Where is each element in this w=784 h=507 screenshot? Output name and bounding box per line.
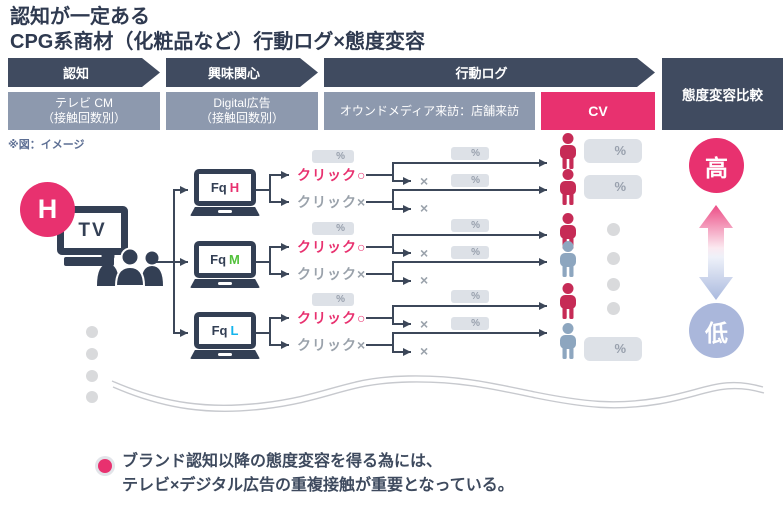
digital-ad-box: Digital広告 （接触回数別） — [166, 92, 318, 130]
takeaway-text: ブランド認知以降の態度変容を得る為には、 テレビ×デジタル広告の重複接触が重要と… — [122, 450, 514, 498]
fq-prefix: Fq — [210, 252, 227, 267]
click-yes-label: クリック○ — [297, 239, 367, 255]
stage-label: 興味関心 — [207, 66, 260, 81]
laptop-fq-low: Fq L — [190, 312, 260, 359]
tv-label: TV — [78, 219, 107, 241]
stage-arrow-awareness: 認知 — [8, 58, 160, 87]
fq-prefix: Fq — [211, 323, 228, 338]
laptop-base — [190, 207, 260, 216]
title-line-2: CPG系商材（化粧品など）行動ログ×態度変容 — [10, 31, 426, 53]
ellipsis-dot — [607, 302, 620, 315]
laptop-screen: Fq H — [194, 169, 256, 206]
no-visit-mark: × — [420, 316, 429, 332]
click-yes-label: クリック○ — [297, 310, 367, 326]
box-label: （接触回数別） — [41, 111, 126, 125]
box-label: テレビ CM — [55, 96, 113, 110]
scale-low-circle: 低 — [689, 303, 744, 358]
laptop-fq-medium: Fq M — [190, 241, 260, 288]
audience-people-icon — [97, 247, 163, 286]
no-visit-mark: × — [420, 200, 429, 216]
laptop-screen: Fq L — [194, 312, 256, 349]
percent-badge: % — [451, 317, 489, 330]
click-yes-label: クリック○ — [297, 167, 367, 183]
cv-label: CV — [588, 103, 608, 119]
comparison-label: 態度変容比較 — [682, 88, 763, 103]
person-icon — [560, 241, 576, 277]
person-icon — [560, 323, 576, 359]
box-label: Digital広告 — [213, 96, 271, 110]
cv-percent-badge: % — [584, 337, 642, 361]
tv-frequency-badge: H — [20, 182, 75, 237]
stage-label: 行動ログ — [455, 66, 508, 81]
page-title: 認知が一定ある CPG系商材（化粧品など）行動ログ×態度変容 — [10, 5, 425, 55]
tv-frequency-label: H — [37, 194, 58, 224]
percent-badge: % — [312, 150, 354, 163]
box-label: オウンドメディア来訪：店舗来訪 — [339, 103, 520, 118]
percent-badge: % — [451, 246, 489, 259]
takeaway-line-1: ブランド認知以降の態度変容を得る為には、 — [122, 453, 443, 470]
fq-prefix: Fq — [210, 180, 227, 195]
no-visit-mark: × — [420, 173, 429, 189]
ellipsis-dot — [607, 278, 620, 291]
bullet-icon — [98, 459, 112, 473]
no-visit-mark: × — [420, 272, 429, 288]
percent-badge: % — [451, 219, 489, 232]
cv-box: CV — [541, 92, 655, 130]
click-no-label: クリック× — [297, 337, 367, 353]
attitude-change-comparison-box: 態度変容比較 — [662, 58, 783, 130]
ellipsis-dot — [607, 223, 620, 236]
scale-gradient-arrow — [699, 205, 733, 300]
box-label: （接触回数別） — [199, 111, 284, 125]
click-no-label: クリック× — [297, 266, 367, 282]
laptop-base — [190, 350, 260, 359]
laptop-screen: Fq M — [194, 241, 256, 278]
percent-badge: % — [312, 293, 354, 306]
tv-stand — [64, 257, 114, 266]
person-icon — [560, 133, 576, 169]
percent-badge: % — [451, 290, 489, 303]
laptop-base — [190, 279, 260, 288]
ellipsis-dot — [86, 370, 98, 382]
tv-cm-box: テレビ CM （接触回数別） — [8, 92, 160, 130]
ellipsis-dot — [86, 391, 98, 403]
fq-level: L — [230, 323, 239, 338]
percent-badge: % — [312, 222, 354, 235]
title-line-1: 認知が一定ある — [10, 6, 150, 28]
scale-high-circle: 高 — [689, 138, 744, 193]
scale-low-label: 低 — [705, 319, 728, 346]
ellipsis-dot — [607, 252, 620, 265]
no-visit-mark: × — [420, 245, 429, 261]
person-icon — [560, 169, 576, 205]
click-no-label: クリック× — [297, 194, 367, 210]
stage-label: 認知 — [62, 66, 89, 81]
person-icon — [560, 283, 576, 319]
cv-percent-badge: % — [584, 175, 642, 199]
owned-media-visit-box: オウンドメディア来訪：店舗来訪 — [324, 92, 535, 130]
stage-arrow-behavior-log: 行動ログ — [324, 58, 655, 87]
figure-note: ※図：イメージ — [8, 139, 85, 151]
percent-badge: % — [451, 174, 489, 187]
stage-arrow-interest: 興味関心 — [166, 58, 318, 87]
fq-level: H — [229, 180, 240, 195]
percent-badge: % — [451, 147, 489, 160]
takeaway-line-2: テレビ×デジタル広告の重複接触が重要となっている。 — [122, 477, 514, 494]
no-visit-mark: × — [420, 343, 429, 359]
scale-high-label: 高 — [705, 154, 728, 181]
fq-level: M — [229, 252, 240, 267]
ellipsis-dot — [86, 348, 98, 360]
ellipsis-dot — [86, 326, 98, 338]
laptop-fq-high: Fq H — [190, 169, 260, 216]
cv-percent-badge: % — [584, 139, 642, 163]
